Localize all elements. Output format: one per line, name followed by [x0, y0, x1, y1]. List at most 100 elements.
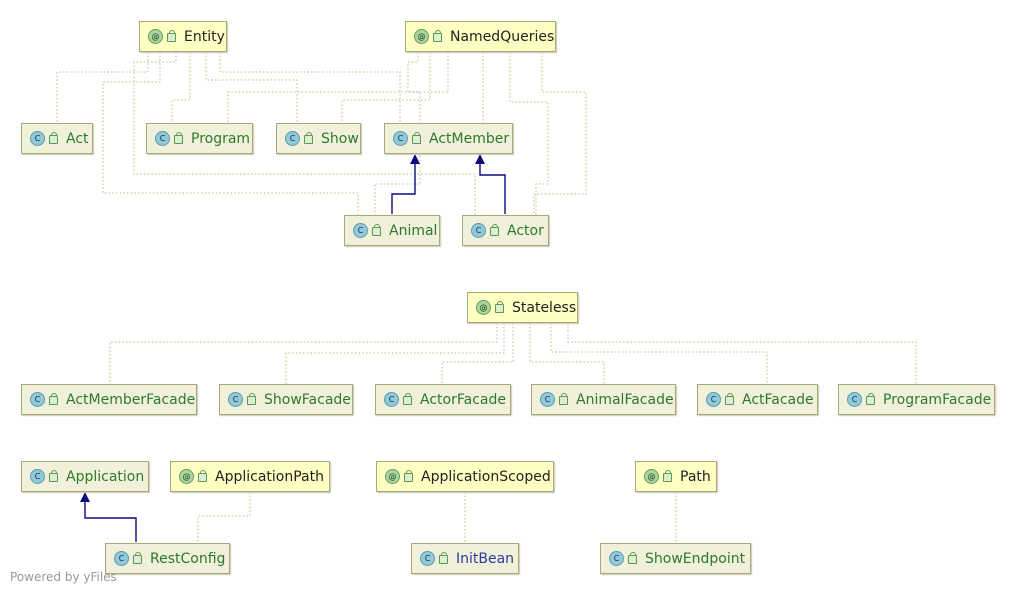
node-label: ApplicationScoped — [421, 468, 551, 485]
node-showfacade[interactable]: C ShowFacade — [219, 384, 353, 415]
node-label: NamedQueries — [450, 28, 555, 45]
lock-icon — [372, 224, 381, 236]
node-label: Entity — [184, 28, 225, 45]
lock-icon — [412, 132, 421, 144]
lock-icon — [495, 301, 504, 313]
node-actor[interactable]: C Actor — [462, 215, 549, 246]
edge-namedqueries-actor — [509, 52, 549, 215]
edge-namedqueries-animal — [374, 52, 421, 215]
lock-icon — [490, 224, 499, 236]
edge-entity-program — [171, 52, 191, 123]
node-actmemberfacade[interactable]: C ActMemberFacade — [21, 384, 197, 415]
node-actfacade[interactable]: C ActFacade — [697, 384, 818, 415]
lock-icon — [198, 470, 207, 482]
node-label: ApplicationPath — [215, 468, 324, 485]
node-namedqueries[interactable]: @ NamedQueries — [405, 21, 556, 52]
class-icon: C — [155, 131, 170, 146]
edge-stateless-showfacade — [285, 323, 505, 384]
lock-icon — [49, 132, 58, 144]
edge-entity-actmember — [219, 52, 401, 123]
edge-stateless-programfacade — [567, 323, 917, 384]
lock-icon — [725, 393, 734, 405]
node-label: Animal — [389, 222, 438, 239]
lock-icon — [174, 132, 183, 144]
node-program[interactable]: C Program — [146, 123, 253, 154]
lock-icon — [628, 552, 637, 564]
class-icon: C — [30, 392, 45, 407]
node-label: InitBean — [456, 550, 515, 567]
class-icon: C — [847, 392, 862, 407]
class-icon: C — [384, 392, 399, 407]
edge-stateless-actmemberfacade — [109, 323, 498, 384]
edge-namedqueries-program — [227, 52, 449, 123]
node-label: RestConfig — [150, 550, 226, 567]
class-icon: C — [30, 469, 45, 484]
lock-icon — [49, 393, 58, 405]
node-application[interactable]: C Application — [21, 461, 149, 492]
node-showendpoint[interactable]: C ShowEndpoint — [600, 543, 751, 574]
class-icon: C — [30, 131, 45, 146]
class-icon: C — [609, 551, 624, 566]
annotation-icon: @ — [385, 469, 400, 484]
node-label: ActMember — [429, 130, 510, 147]
edge-actor-extends-actmember — [475, 154, 506, 214]
class-icon: C — [393, 131, 408, 146]
node-label: ShowFacade — [264, 391, 351, 408]
node-label: Show — [321, 130, 359, 147]
node-programfacade[interactable]: C ProgramFacade — [838, 384, 995, 415]
edge-animal-extends-actmember — [391, 154, 420, 214]
annotation-icon: @ — [476, 300, 491, 315]
node-label: Act — [66, 130, 89, 147]
lock-icon — [559, 393, 568, 405]
class-icon: C — [353, 223, 368, 238]
node-entity[interactable]: @ Entity — [139, 21, 227, 52]
annotation-icon: @ — [414, 29, 429, 44]
class-icon: C — [471, 223, 486, 238]
node-label: Actor — [507, 222, 544, 239]
node-actmember[interactable]: C ActMember — [384, 123, 513, 154]
node-act[interactable]: C Act — [21, 123, 93, 154]
node-restconfig[interactable]: C RestConfig — [105, 543, 230, 574]
node-label: Stateless — [512, 299, 577, 316]
powered-by-label: Powered by yFiles — [10, 570, 117, 584]
edge-stateless-animalfacade — [529, 323, 605, 384]
class-icon: C — [285, 131, 300, 146]
annotation-icon: @ — [148, 29, 163, 44]
lock-icon — [403, 393, 412, 405]
node-applicationpath[interactable]: @ ApplicationPath — [170, 461, 330, 492]
lock-icon — [167, 30, 176, 42]
class-icon: C — [228, 392, 243, 407]
node-label: Application — [66, 468, 145, 485]
lock-icon — [404, 470, 413, 482]
node-actorfacade[interactable]: C ActorFacade — [375, 384, 511, 415]
edge-stateless-actfacade — [550, 323, 768, 384]
node-applicationscoped[interactable]: @ ApplicationScoped — [376, 461, 554, 492]
node-label: Program — [191, 130, 251, 147]
annotation-icon: @ — [179, 469, 194, 484]
node-animalfacade[interactable]: C AnimalFacade — [531, 384, 676, 415]
node-label: ShowEndpoint — [645, 550, 746, 567]
edge-namedqueries-actor-2 — [533, 52, 587, 215]
edge-entity-actor — [133, 52, 476, 215]
edge-applicationpath-restconfig — [197, 492, 251, 543]
node-initbean[interactable]: C InitBean — [411, 543, 519, 574]
class-icon: C — [706, 392, 721, 407]
node-label: AnimalFacade — [576, 391, 674, 408]
class-icon: C — [114, 551, 129, 566]
lock-icon — [133, 552, 142, 564]
class-icon: C — [540, 392, 555, 407]
node-label: ProgramFacade — [883, 391, 992, 408]
node-show[interactable]: C Show — [276, 123, 361, 154]
class-icon: C — [420, 551, 435, 566]
node-stateless[interactable]: @ Stateless — [467, 292, 578, 323]
node-path[interactable]: @ Path — [635, 461, 717, 492]
edge-restconfig-extends-application — [80, 492, 137, 542]
edge-stateless-actorfacade — [441, 323, 514, 384]
annotation-icon: @ — [644, 469, 659, 484]
lock-icon — [866, 393, 875, 405]
node-label: ActMemberFacade — [66, 391, 196, 408]
lock-icon — [663, 470, 672, 482]
lock-icon — [439, 552, 448, 564]
node-animal[interactable]: C Animal — [344, 215, 440, 246]
